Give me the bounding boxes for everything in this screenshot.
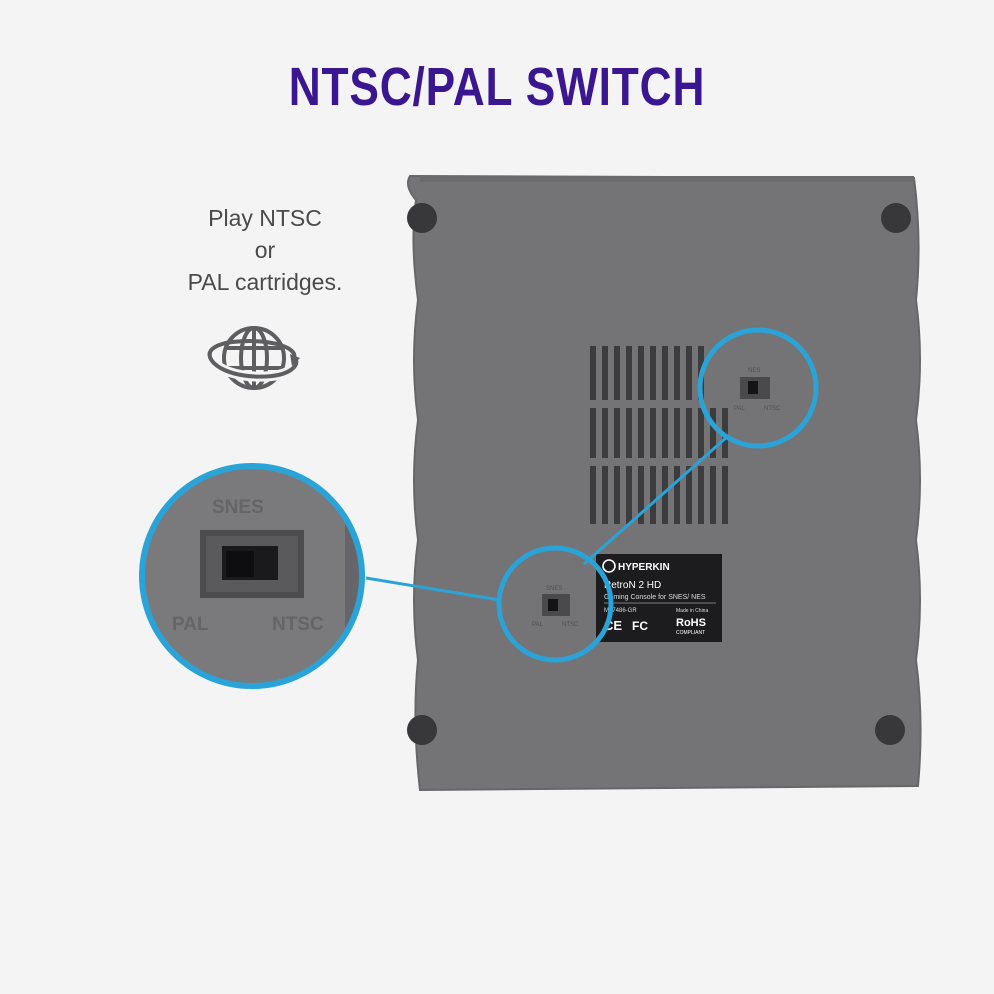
- rubber-foot: [407, 203, 437, 233]
- zoom-label-ntsc: NTSC: [272, 614, 324, 635]
- label-brand: HYPERKIN: [618, 562, 670, 573]
- feature-caption: Play NTSC or PAL cartridges.: [150, 202, 380, 298]
- rubber-foot: [881, 203, 911, 233]
- svg-text:NTSC: NTSC: [562, 622, 579, 628]
- switch-zoom-ring: [139, 463, 365, 689]
- caption-line-2: or: [254, 237, 276, 263]
- callout-circle-top: [697, 327, 819, 449]
- callout-circle-bottom: [496, 545, 614, 663]
- label-fc-mark: FC: [632, 619, 648, 633]
- label-model: RetroN 2 HD: [604, 580, 661, 591]
- globe-region-icon: [204, 326, 302, 390]
- svg-text:SNES: SNES: [546, 586, 562, 592]
- label-origin: Made in China: [676, 608, 708, 614]
- label-rohs-sub: COMPLIANT: [676, 630, 705, 636]
- callout-connector: [583, 434, 729, 566]
- label-part-number: M07486-GR: [604, 608, 637, 614]
- svg-text:PAL: PAL: [734, 406, 746, 412]
- caption-line-3: PAL cartridges.: [187, 269, 343, 295]
- label-rohs: RoHS: [676, 617, 706, 629]
- svg-text:PAL: PAL: [532, 622, 544, 628]
- page-title: NTSC/PAL SWITCH: [288, 57, 706, 117]
- rubber-foot: [407, 715, 437, 745]
- caption-line-1: Play NTSC: [208, 205, 322, 231]
- zoom-label-pal: PAL: [172, 614, 209, 635]
- zoom-label-snes: SNES: [212, 497, 264, 518]
- rubber-foot: [875, 715, 905, 745]
- switch-small-top: NES PAL NTSC: [734, 368, 781, 412]
- svg-text:NES: NES: [748, 368, 760, 374]
- product-label: HYPERKIN RetroN 2 HD Gaming Console for …: [596, 554, 722, 642]
- label-description: Gaming Console for SNES/ NES: [604, 594, 706, 601]
- callout-connector: [365, 576, 501, 602]
- svg-text:NTSC: NTSC: [764, 406, 781, 412]
- switch-small-bottom: SNES PAL NTSC: [532, 586, 579, 628]
